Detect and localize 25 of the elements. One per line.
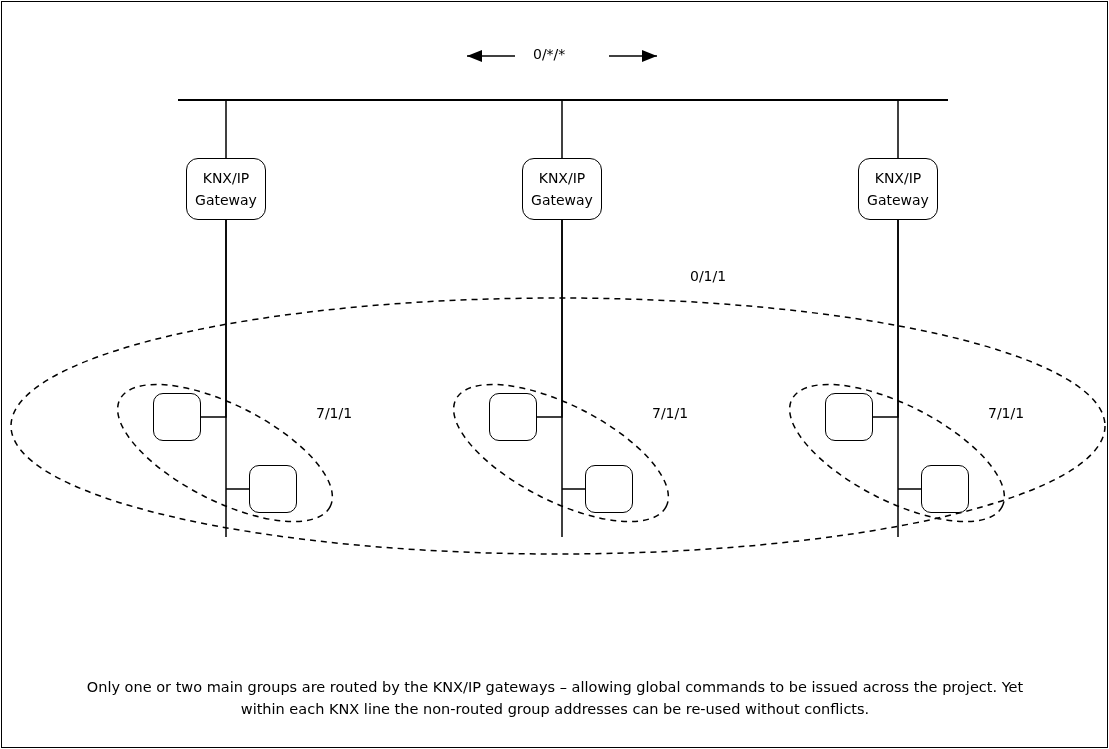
gateway-box: [858, 158, 938, 220]
device-box: [489, 393, 537, 441]
gateway-label: KNX/IP Gateway: [866, 169, 930, 210]
group-address-label: 7/1/1: [316, 405, 353, 421]
address-label: 0/*/*: [533, 46, 566, 62]
gateway-label: KNX/IP Gateway: [530, 169, 594, 210]
connector-line: [897, 219, 922, 538]
caption: Only one or two main groups are routed by the KNX/IP gateways – allowing global commands to be issued across the project. Yet within each KNX line the non-routed group addresses can be re-used without conflicts.: [85, 678, 1025, 719]
device-box: [153, 393, 201, 441]
gateway-label: KNX/IP Gateway: [194, 169, 258, 210]
device-box: [825, 393, 873, 441]
bus-line: [178, 99, 948, 101]
connector-line: [225, 219, 250, 538]
connector-line: [225, 100, 227, 159]
connector-line: [561, 219, 586, 538]
device-box: [585, 465, 633, 513]
connector-line: [561, 100, 563, 159]
gateway-box: [522, 158, 602, 220]
gateway-box: [186, 158, 266, 220]
device-box: [921, 465, 969, 513]
group-address-label: 7/1/1: [652, 405, 689, 421]
group-address-label: 0/1/1: [690, 268, 727, 284]
device-box: [249, 465, 297, 513]
group-address-label: 7/1/1: [988, 405, 1025, 421]
connector-line: [897, 100, 899, 159]
